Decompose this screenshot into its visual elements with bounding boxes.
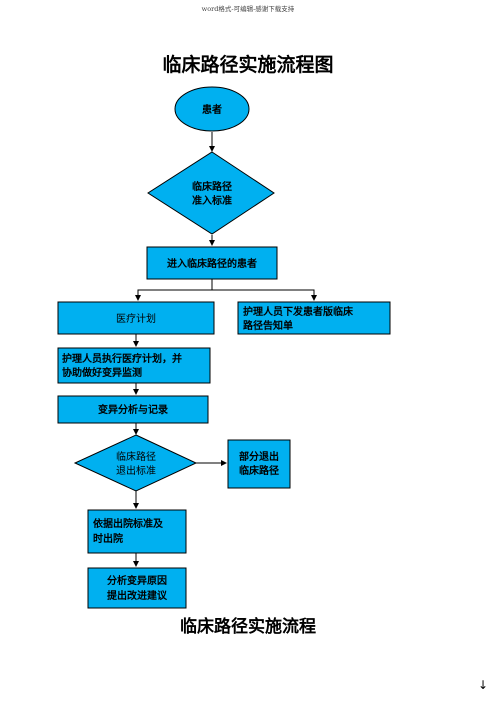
node-variance-record-label: 变异分析与记录: [98, 403, 168, 416]
node-exit-criteria: 临床路径 退出标准: [73, 434, 198, 492]
node-partial-exit-line1: 部分退出: [239, 450, 279, 463]
node-entry-criteria: 临床路径 准入标准: [147, 151, 275, 235]
node-nurse-execute-line1: 护理人员执行医疗计划，并: [62, 352, 182, 365]
footer-title: 临床路径实施流程: [180, 617, 316, 637]
node-nurse-execute-line2: 协助做好变异监测: [62, 366, 142, 379]
page-title: 临床路径实施流程图: [162, 54, 334, 76]
node-nurse-execute: 护理人员执行医疗计划，并 协助做好变异监测: [57, 347, 211, 384]
edge-entered-to-notice: [212, 289, 317, 301]
connectors: [133, 132, 317, 567]
node-patient: 患者: [174, 86, 250, 132]
node-analyze-line1: 分析变异原因: [107, 574, 167, 587]
node-analyze-line2: 提出改进建议: [107, 589, 168, 602]
node-entered-patient: 进入临床路径的患者: [146, 246, 278, 280]
page-down-arrow-icon: ↓: [477, 678, 488, 692]
node-entered-patient-label: 进入临床路径的患者: [167, 257, 257, 270]
node-medical-plan: 医疗计划: [57, 301, 215, 335]
node-partial-exit-line2: 临床路径: [239, 464, 279, 477]
node-entry-criteria-line1: 临床路径: [192, 180, 232, 193]
node-variance-record: 变异分析与记录: [57, 395, 209, 424]
node-exit-criteria-line1: 临床路径: [116, 450, 156, 463]
node-nurse-notice-line1: 护理人员下发患者版临床: [243, 305, 354, 318]
edge-entered-split: [135, 279, 213, 301]
node-discharge: 依据出院标准及 时出院: [87, 509, 187, 554]
node-nurse-notice-line2: 路径告知单: [243, 319, 293, 332]
node-discharge-line2: 时出院: [93, 532, 123, 545]
node-discharge-line1: 依据出院标准及: [93, 517, 164, 530]
node-patient-label: 患者: [202, 103, 222, 116]
node-entry-criteria-line2: 准入标准: [192, 194, 232, 207]
node-partial-exit: 部分退出 临床路径: [227, 439, 291, 489]
node-exit-criteria-line2: 退出标准: [116, 464, 156, 477]
node-medical-plan-label: 医疗计划: [116, 312, 156, 325]
node-nurse-notice: 护理人员下发患者版临床 路径告知单: [237, 301, 391, 335]
header-note: word格式-可编辑-感谢下载支持: [201, 5, 295, 13]
node-analyze: 分析变异原因 提出改进建议: [87, 567, 187, 609]
